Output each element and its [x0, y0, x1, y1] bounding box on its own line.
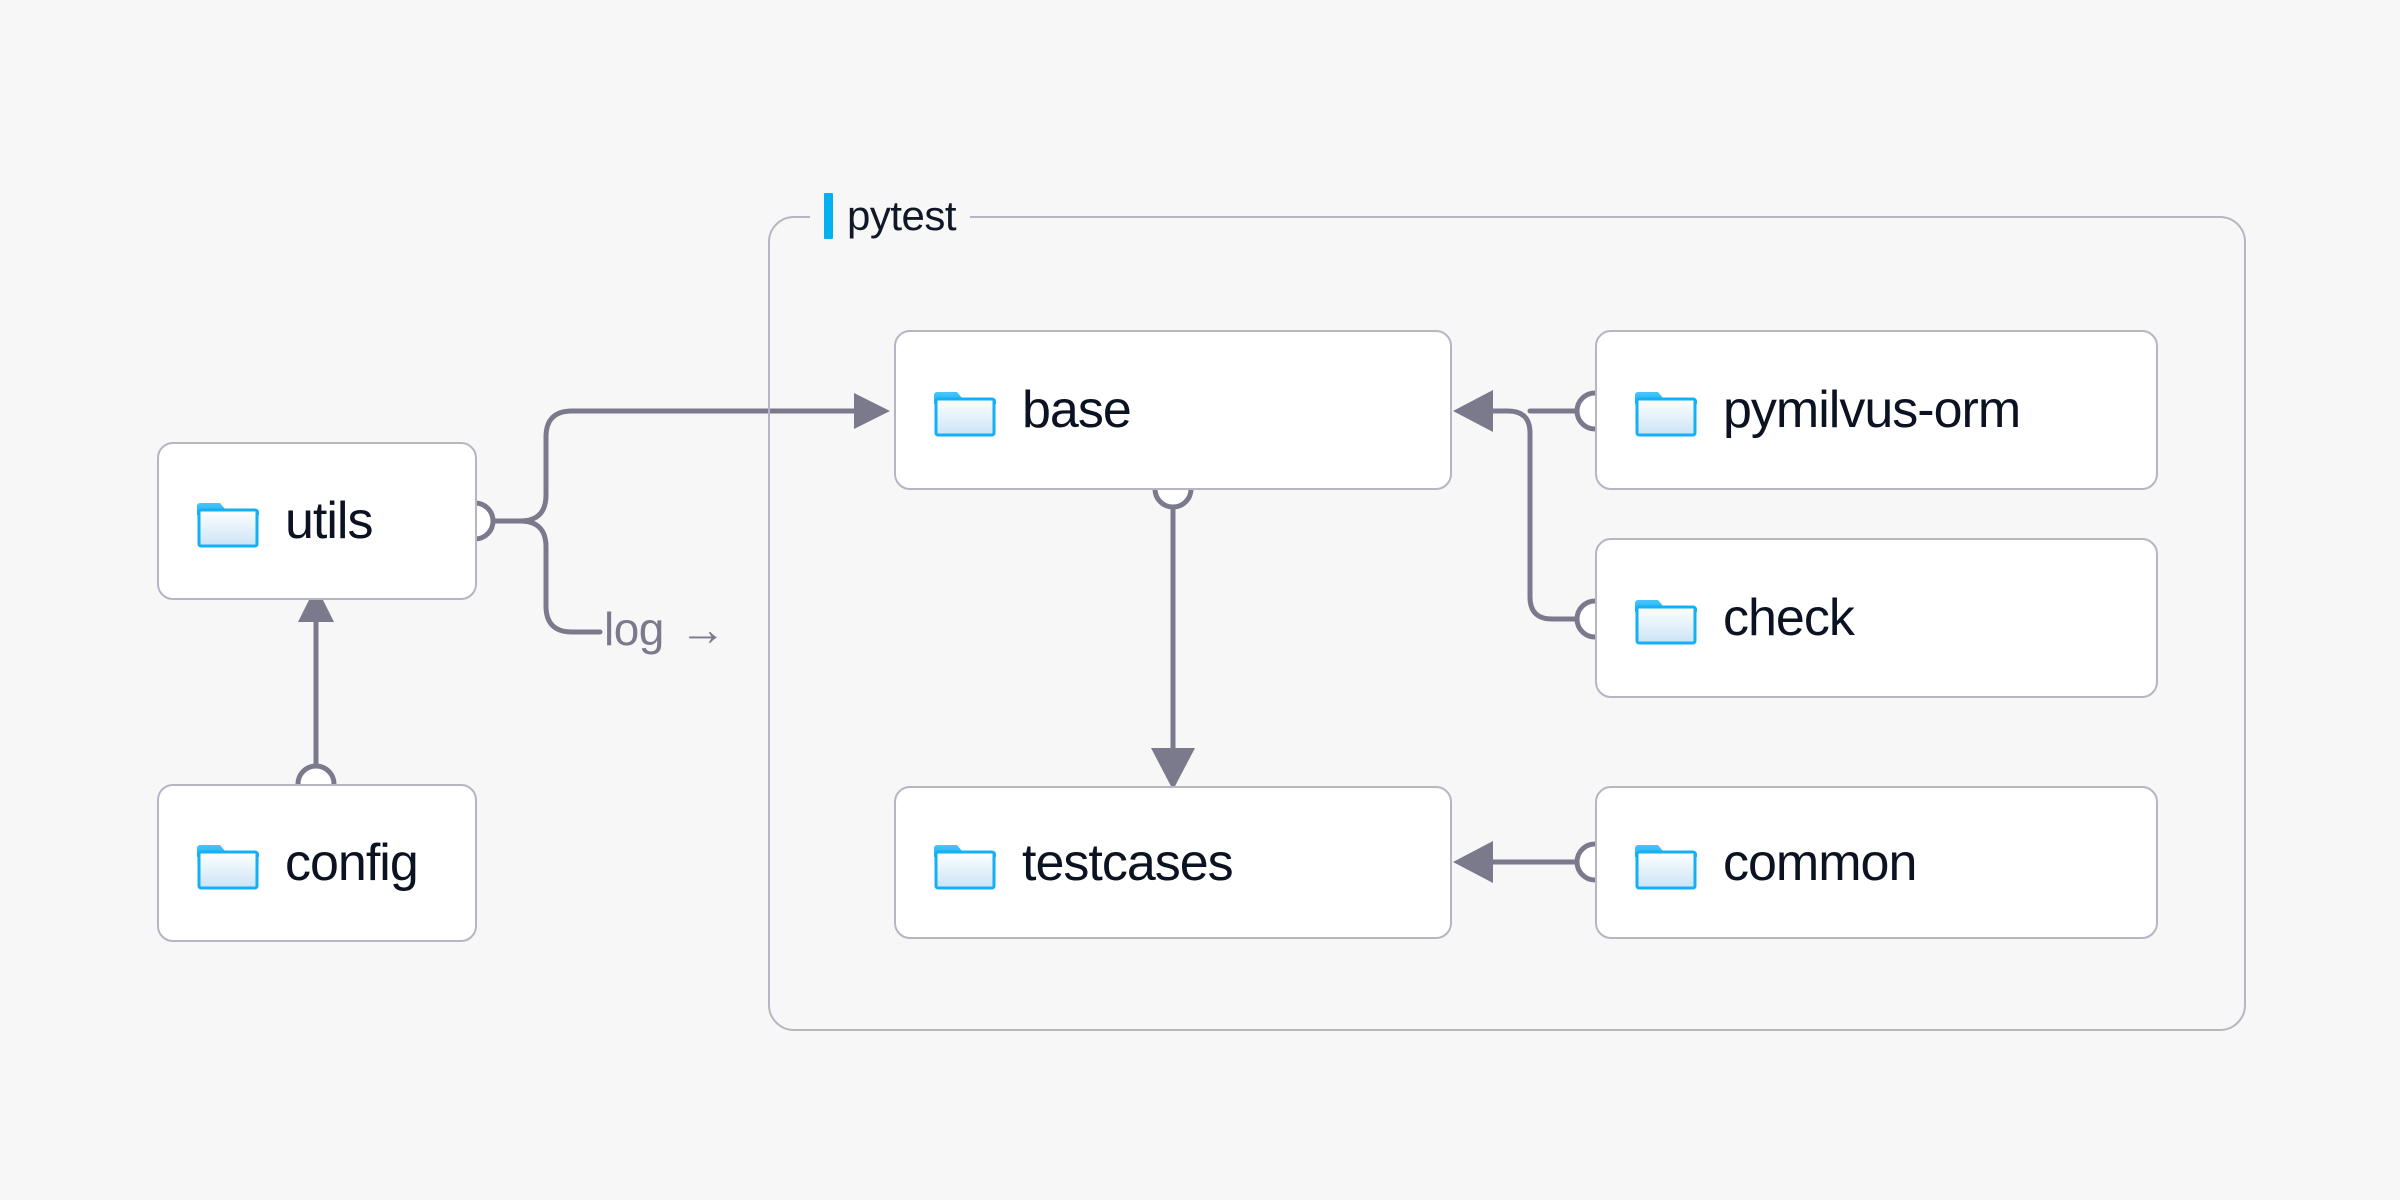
- node-label: testcases: [1022, 833, 1234, 892]
- node-label: config: [285, 834, 419, 892]
- folder-icon: [1635, 392, 1697, 437]
- node-label: base: [1022, 381, 1132, 439]
- folder-icon: [1635, 600, 1697, 645]
- node-label: utils: [285, 492, 373, 550]
- group-pytest-label: pytest: [810, 190, 971, 242]
- group-title: pytest: [847, 192, 957, 239]
- node-label: pymilvus-orm: [1723, 381, 2021, 439]
- edge-config-to-utils: [295, 586, 337, 805]
- group-pytest: [768, 216, 2246, 1031]
- edge-utils-to-log: [490, 518, 603, 635]
- node-base[interactable]: base: [894, 330, 1452, 490]
- node-utils[interactable]: utils: [157, 442, 477, 600]
- node-pymilvus-orm[interactable]: pymilvus-orm: [1595, 330, 2158, 490]
- folder-icon: [934, 392, 996, 437]
- node-testcases[interactable]: testcases: [894, 786, 1452, 939]
- node-check[interactable]: check: [1595, 538, 2158, 698]
- folder-icon: [934, 844, 996, 889]
- node-common[interactable]: common: [1595, 786, 2158, 939]
- node-config[interactable]: config: [157, 784, 477, 942]
- group-accent-bar: [824, 193, 833, 239]
- edge-label-log: log →: [604, 603, 726, 655]
- folder-icon: [1635, 844, 1697, 889]
- folder-icon: [197, 845, 259, 890]
- node-label: common: [1723, 833, 1917, 892]
- folder-icon: [197, 503, 259, 548]
- arrow-right-icon: →: [679, 603, 726, 655]
- edge-label-log-text: log: [604, 603, 664, 655]
- node-label: check: [1723, 589, 1855, 647]
